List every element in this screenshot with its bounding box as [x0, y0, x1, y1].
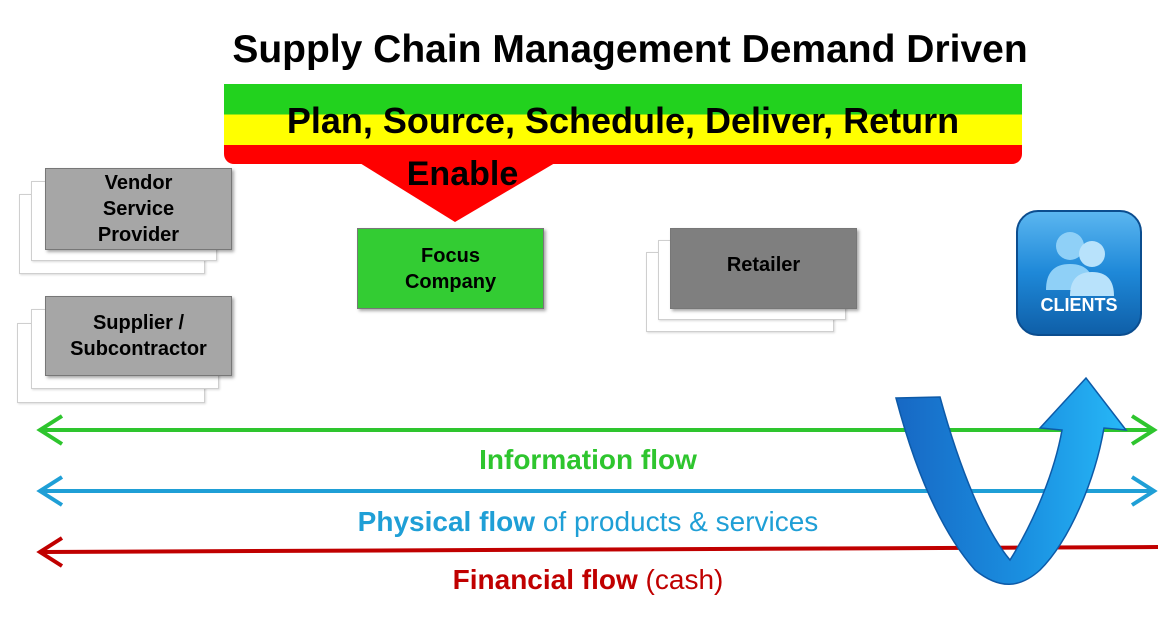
- retailer-box: Retailer: [670, 228, 857, 309]
- people-icon: [1046, 232, 1114, 296]
- clients-label: CLIENTS: [1040, 295, 1118, 315]
- diagram-title: Supply Chain Management Demand Driven: [232, 28, 1028, 71]
- physical-flow-label: Physical flow of products & services: [0, 506, 1176, 538]
- financial-flow-label: Financial flow (cash): [0, 564, 1176, 596]
- information-flow-arrow: [36, 414, 1158, 446]
- vendor-service-provider-box: Vendor Service Provider: [45, 168, 232, 250]
- physical-flow-arrow: [36, 475, 1158, 507]
- supplier-subcontractor-label: Supplier / Subcontractor: [70, 312, 207, 360]
- vendor-service-provider-label: Vendor Service Provider: [97, 172, 180, 246]
- retailer-label: Retailer: [726, 253, 801, 276]
- u-turn-arrow: [895, 376, 1128, 585]
- supplier-subcontractor-box: Supplier / Subcontractor: [45, 296, 232, 376]
- financial-flow-label-bold: Financial flow: [452, 564, 638, 595]
- financial-flow-label-rest: (cash): [637, 564, 724, 595]
- clients-icon: CLIENTS: [1016, 210, 1142, 336]
- information-flow-label: Information flow: [479, 444, 697, 475]
- process-banner: Plan, Source, Schedule, Deliver, Return: [224, 84, 1022, 164]
- physical-flow-label-rest: of products & services: [535, 506, 819, 537]
- process-banner-label: Plan, Source, Schedule, Deliver, Return: [286, 100, 960, 141]
- focus-company-box: Focus Company: [357, 228, 544, 309]
- focus-company-label: Focus Company: [404, 244, 497, 293]
- enable-label: Enable: [406, 155, 519, 193]
- physical-flow-label-bold: Physical flow: [357, 506, 536, 537]
